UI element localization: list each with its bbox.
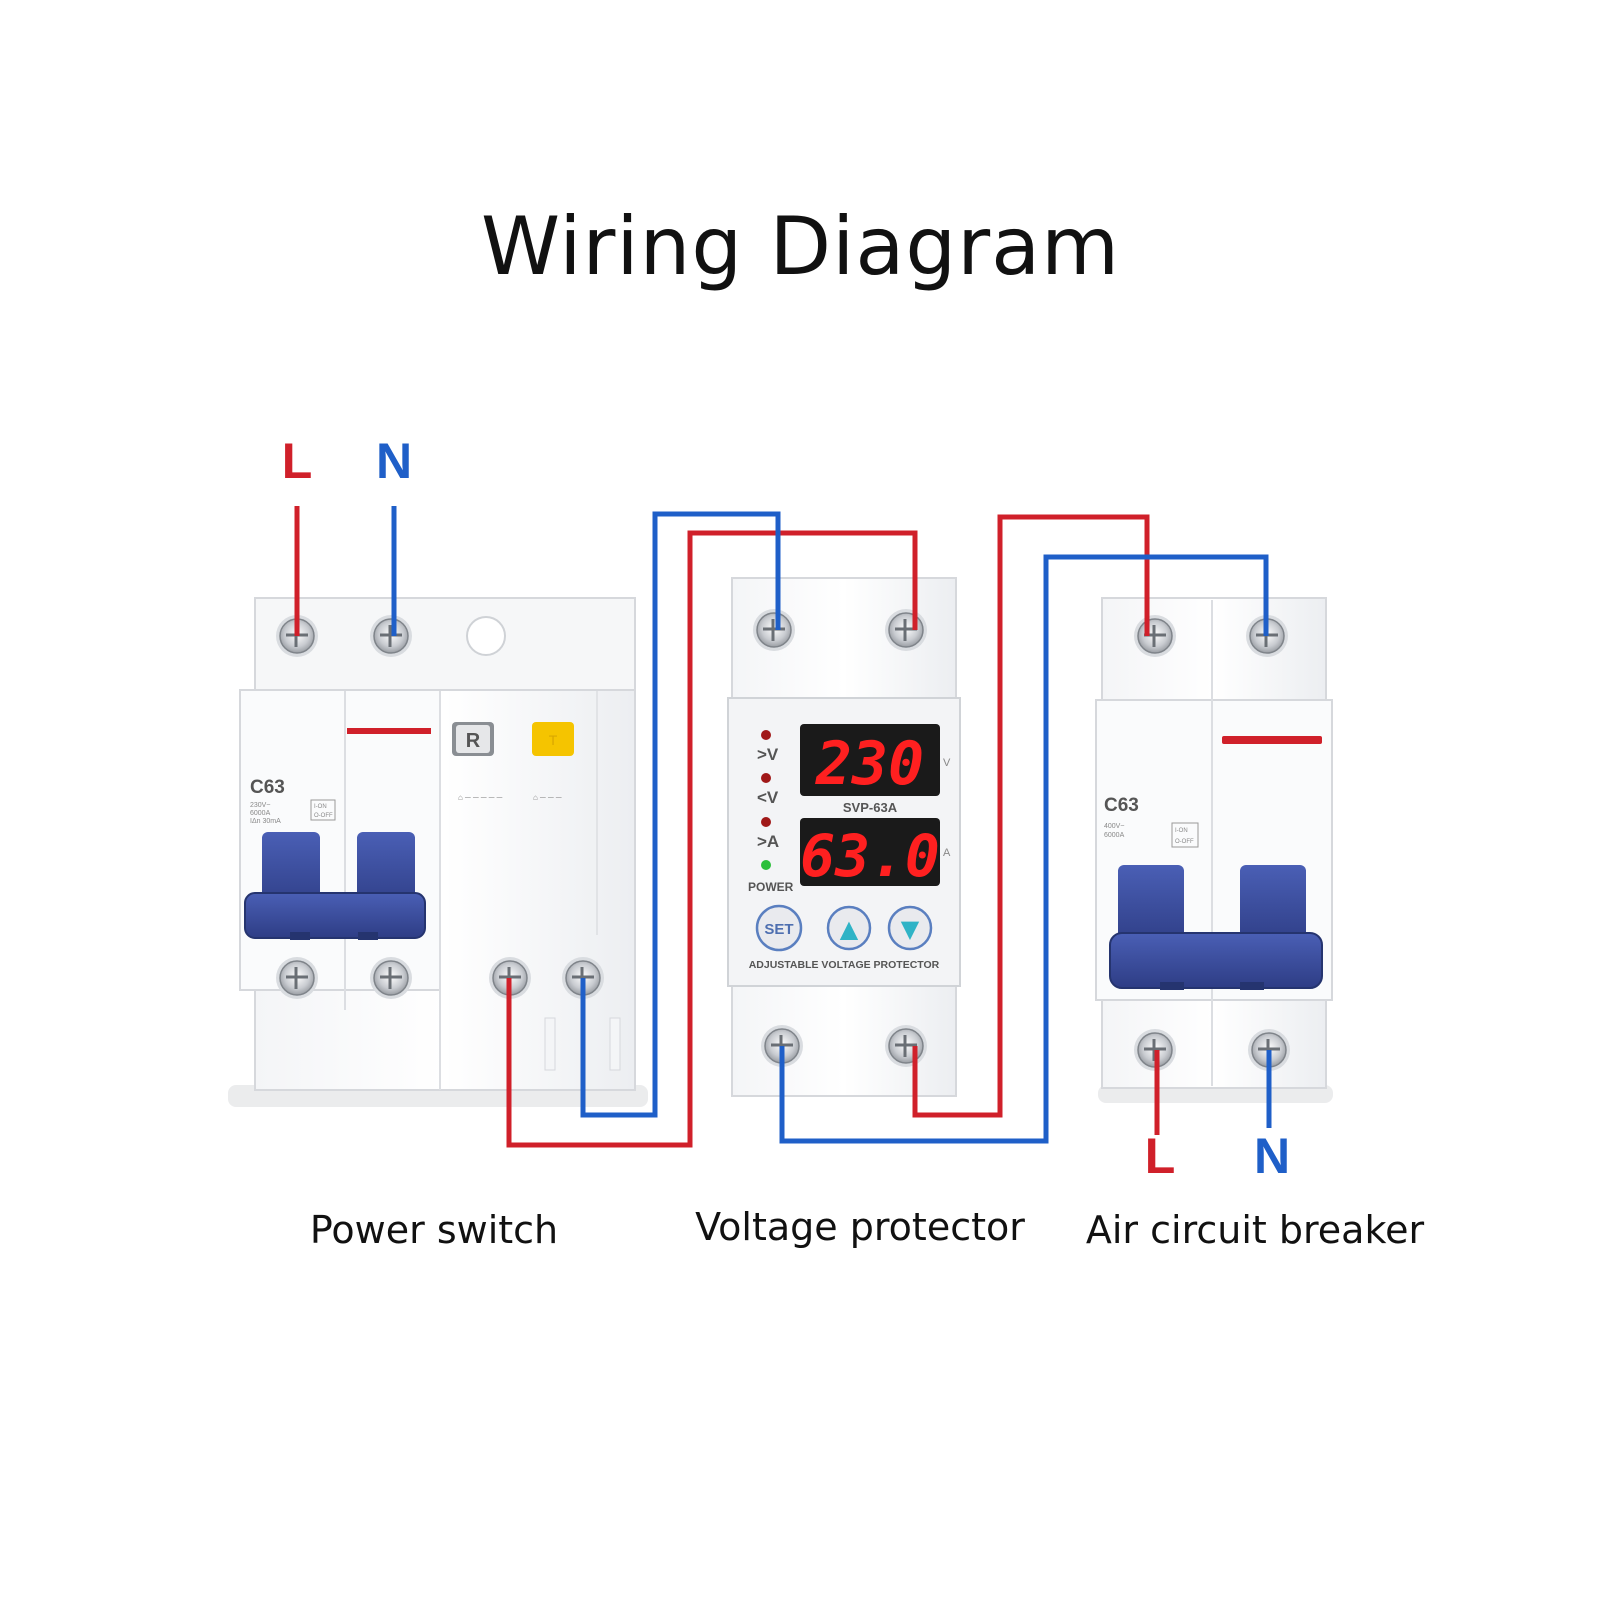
svg-text:⌂ ─ ─ ─: ⌂ ─ ─ ─ <box>533 793 562 802</box>
neutral-wire-protector-to-breaker <box>779 554 1269 1144</box>
test-button-label: T <box>549 732 558 748</box>
over-voltage-label: >V <box>757 745 779 764</box>
power-switch-rating: C63 <box>250 777 285 798</box>
breaker-state-off: O-OFF <box>1175 839 1194 845</box>
input-neutral-label: N <box>376 433 412 489</box>
live-wire-protector-to-breaker <box>912 514 1150 1118</box>
protector-model: SVP-63A <box>843 800 898 815</box>
under-voltage-led <box>761 773 771 783</box>
input-live-label: L <box>282 433 313 489</box>
breaker-toggle[interactable] <box>1109 865 1323 990</box>
terminal-screw <box>369 956 413 1000</box>
down-button[interactable]: ▼ <box>887 905 933 951</box>
current-unit: A <box>943 847 951 859</box>
output-neutral-label: N <box>1254 1128 1290 1184</box>
voltage-protector: >V <V >A POWER 230 V SVP-63A 63.0 A SET … <box>727 577 961 1097</box>
wires <box>294 506 1272 1148</box>
up-button[interactable]: ▲ <box>826 905 872 951</box>
power-switch-state-off: O-OFF <box>314 813 333 819</box>
breaker-indicator-bar <box>1222 736 1322 744</box>
test-indicator-window <box>466 616 506 656</box>
output-live-label: L <box>1145 1128 1176 1184</box>
power-switch-state-on: I-ON <box>314 804 327 810</box>
over-current-label: >A <box>757 832 779 851</box>
protector-product-name: ADJUSTABLE VOLTAGE PROTECTOR <box>749 959 940 971</box>
under-voltage-label: <V <box>757 788 779 807</box>
breaker-spec-1: 400V~ <box>1104 823 1124 830</box>
current-display: 63.0 A <box>800 818 951 890</box>
power-switch-spec-2: 6000A <box>250 810 271 817</box>
current-reading: 63.0 <box>800 822 940 890</box>
over-voltage-led <box>761 730 771 740</box>
set-button-label: SET <box>764 921 793 938</box>
reset-button-label: R <box>466 730 481 752</box>
reset-button[interactable]: R <box>452 722 494 756</box>
live-wire-switch-to-protector <box>506 530 918 1148</box>
over-current-led <box>761 817 771 827</box>
breaker-state-on: I-ON <box>1175 828 1188 834</box>
voltage-reading: 230 <box>815 729 924 799</box>
set-button[interactable]: SET <box>755 904 803 952</box>
down-arrow-icon: ▼ <box>901 915 920 943</box>
voltage-unit: V <box>943 757 951 769</box>
voltage-display: 230 V <box>800 724 951 799</box>
svg-text:⌂ ─ ─ ─ ─ ─: ⌂ ─ ─ ─ ─ ─ <box>458 793 503 802</box>
breaker-input-l-terminal[interactable] <box>1133 614 1177 658</box>
neutral-wire-switch-to-protector <box>580 511 781 1118</box>
power-led-label: POWER <box>748 880 794 894</box>
power-switch-toggle[interactable] <box>244 832 426 940</box>
power-switch: C63 230V~ 6000A IΔn 30mA I-ON O-OFF R T … <box>228 597 648 1107</box>
power-led <box>761 860 771 870</box>
power-switch-spec-3: IΔn 30mA <box>250 818 281 825</box>
protector-input-l-terminal[interactable] <box>884 608 928 652</box>
power-switch-caption: Power switch <box>310 1208 558 1252</box>
terminal-screw <box>275 956 319 1000</box>
voltage-protector-caption: Voltage protector <box>695 1205 1025 1249</box>
air-circuit-breaker: C63 400V~ 6000A I-ON O-OFF <box>1095 597 1333 1103</box>
air-circuit-breaker-caption: Air circuit breaker <box>1086 1208 1425 1252</box>
breaker-spec-2: 6000A <box>1104 832 1125 839</box>
power-switch-spec-1: 230V~ <box>250 802 270 809</box>
test-button[interactable]: T <box>532 722 574 756</box>
trip-indicator-bar <box>347 728 431 734</box>
diagram-title: Wiring Diagram <box>480 200 1121 293</box>
breaker-rating: C63 <box>1104 795 1139 816</box>
up-arrow-icon: ▲ <box>840 915 859 943</box>
power-switch-in-n-terminal[interactable] <box>369 614 413 658</box>
protector-input-n-terminal[interactable] <box>752 608 796 652</box>
protector-output-l-terminal[interactable] <box>884 1024 928 1068</box>
